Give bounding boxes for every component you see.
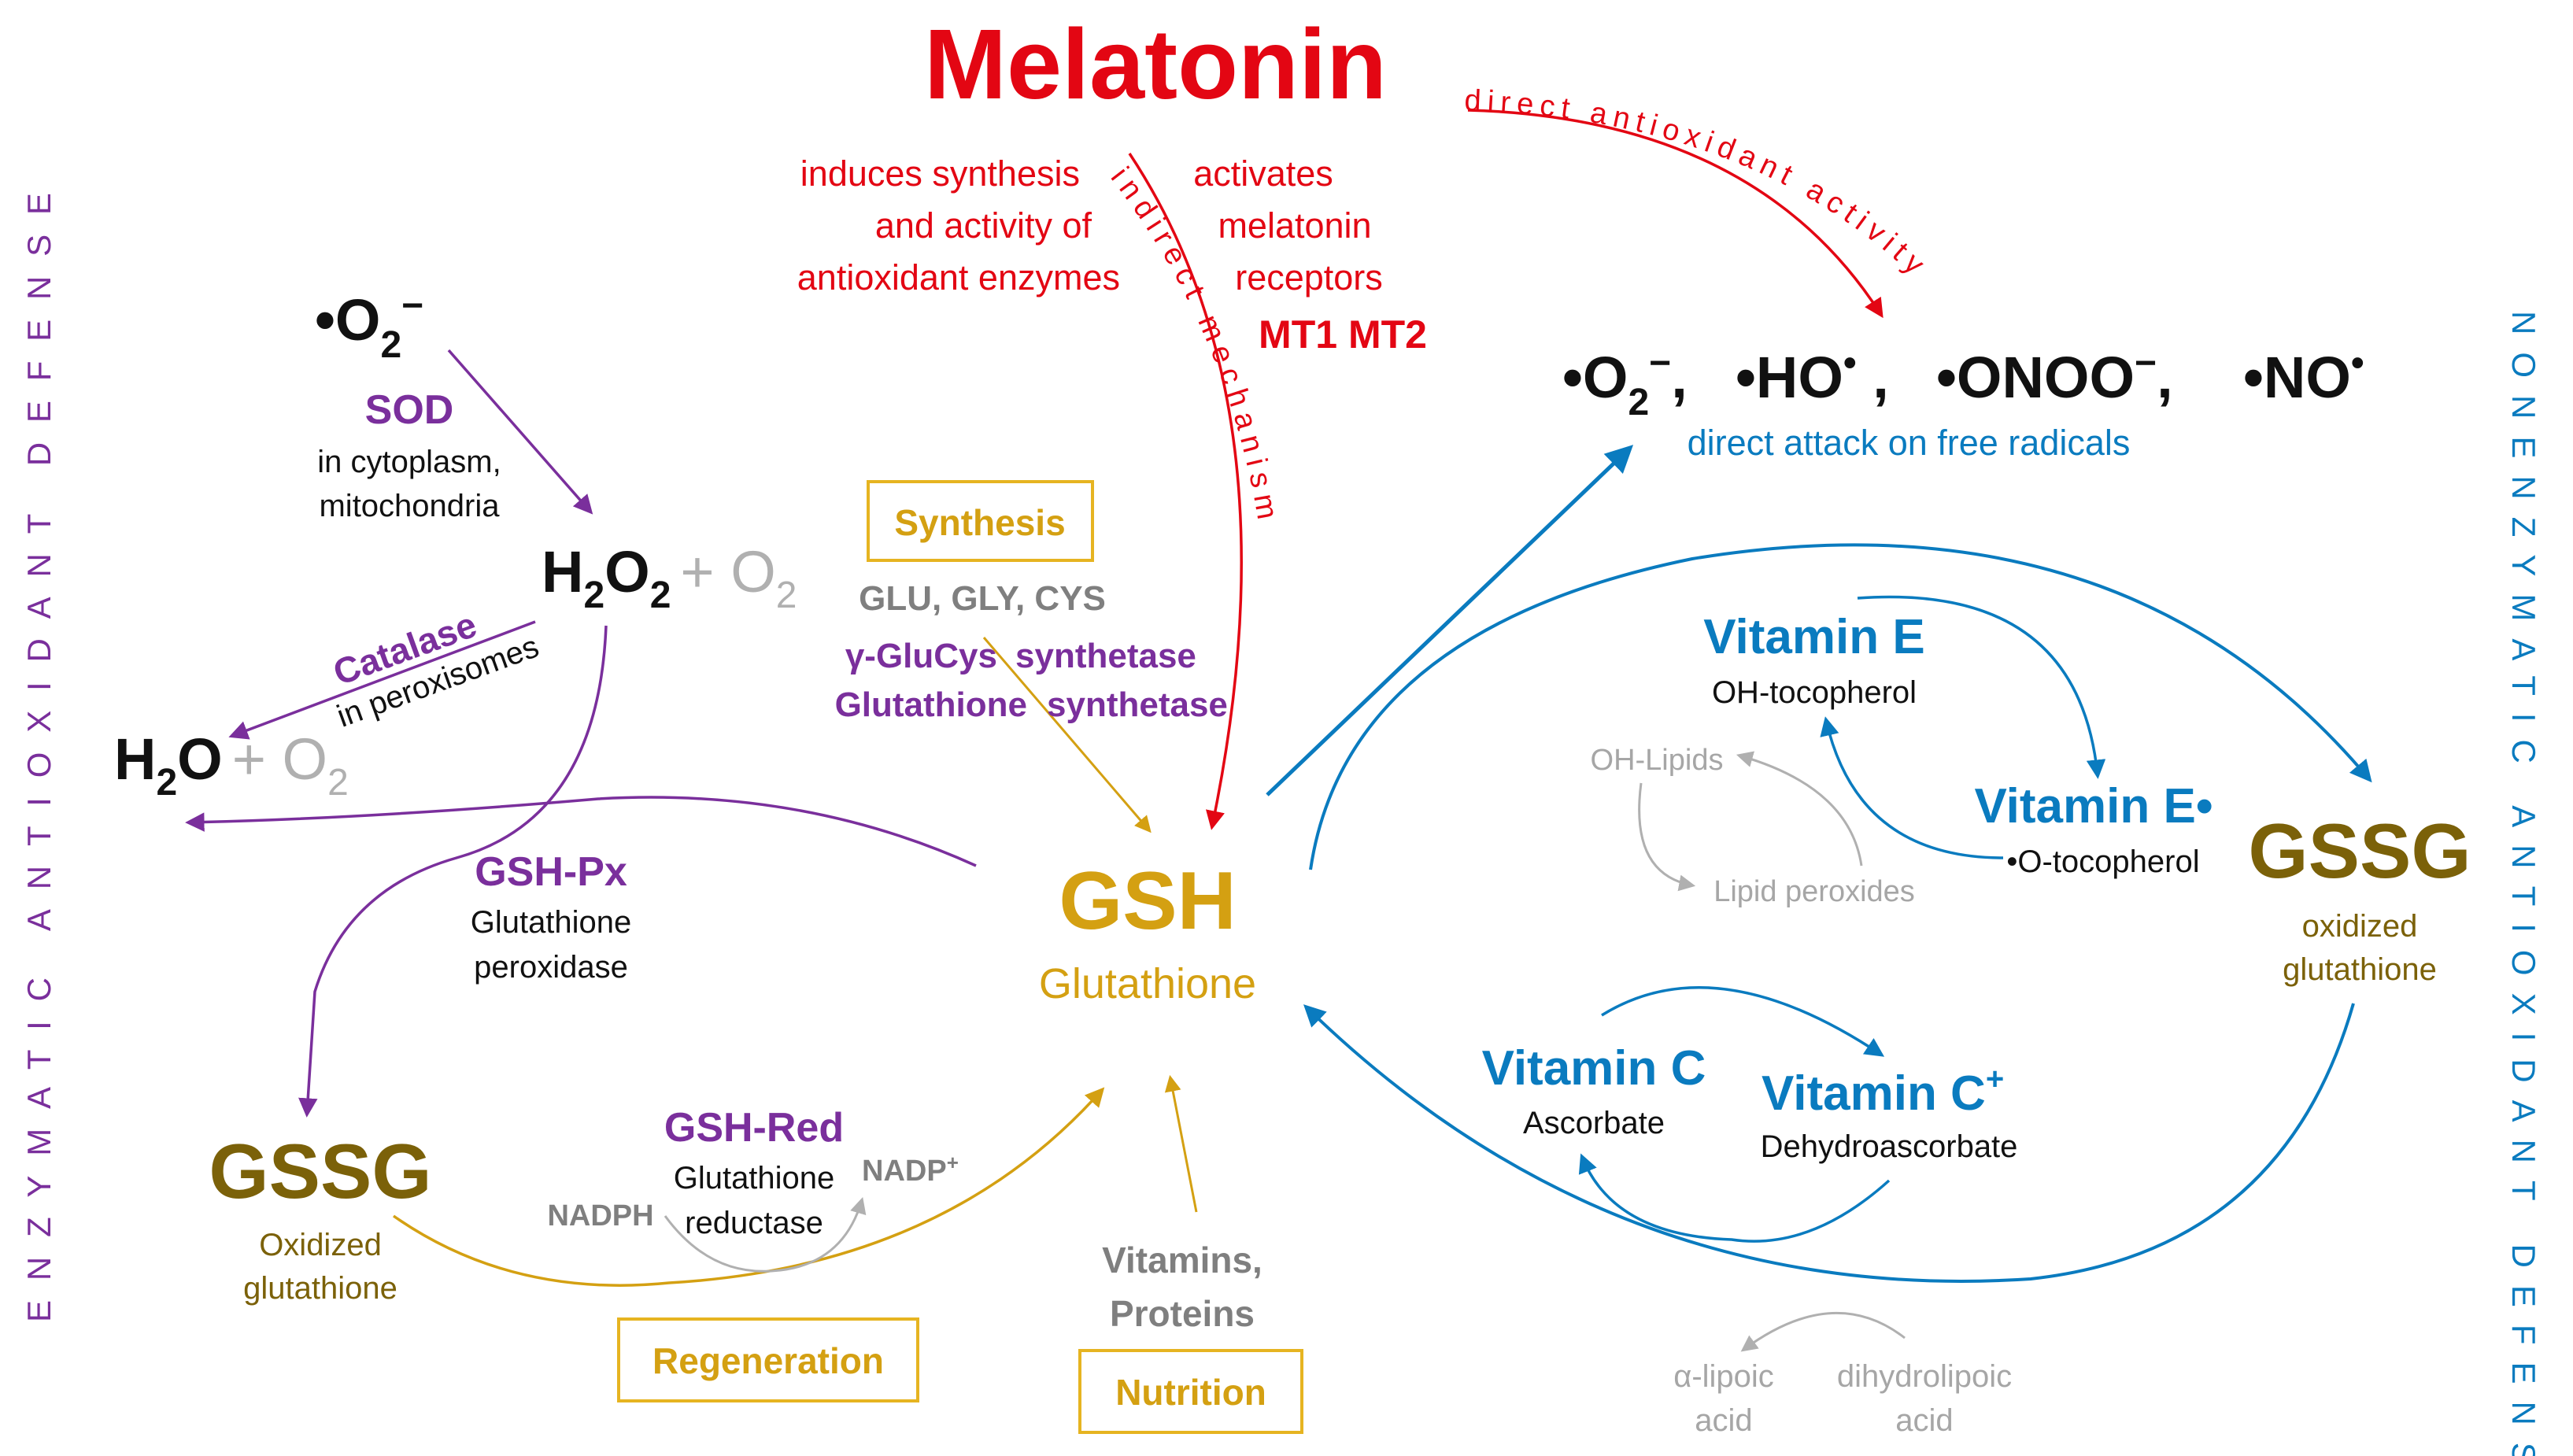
nutrition-box bbox=[1078, 1349, 1303, 1434]
induces-line-2: and activity of bbox=[875, 205, 1092, 246]
direct-activity-arrow bbox=[1467, 109, 1884, 319]
receptors-label: MT1 MT2 bbox=[1259, 312, 1427, 357]
nonenzymatic-side-label: NONENZYMATIC ANTIOXIDANT DEFENSE bbox=[2505, 311, 2542, 1456]
gssg-right-desc-2: glutathione bbox=[2283, 952, 2437, 987]
dihydrolipoic-acid-line-2: acid bbox=[1895, 1403, 1953, 1438]
indirect-mechanism-arrow bbox=[1128, 153, 1243, 830]
synthesis-box-label: Synthesis bbox=[894, 502, 1065, 543]
nutrition-line-2: Proteins bbox=[1110, 1293, 1255, 1334]
gshred-desc-1: Glutathione bbox=[674, 1161, 835, 1195]
gsh-title: GSH bbox=[1059, 855, 1236, 947]
peroxynitrite-radical: •ONOO−, bbox=[1936, 342, 2173, 410]
vitamin-c-oxidation-arrow bbox=[1601, 986, 1885, 1057]
gssg-left-label: GSSG bbox=[209, 1128, 431, 1214]
sod-label: SOD bbox=[365, 387, 454, 433]
nutrition-line-1: Vitamins, bbox=[1102, 1240, 1262, 1280]
gsh-subtitle: Glutathione bbox=[1039, 960, 1256, 1007]
free-radicals: •O2−, •HO• , •ONOO−, •NO• bbox=[1562, 342, 2364, 423]
lipid-peroxides-label: Lipid peroxides bbox=[1713, 875, 1915, 908]
vitamin-c-plus-desc: Dehydroascorbate bbox=[1761, 1129, 2018, 1164]
h2o2-label: H2O2+ O2 bbox=[542, 539, 797, 616]
gssg-left-desc-2: glutathione bbox=[243, 1271, 397, 1306]
hydroxyl-radical: •HO• , bbox=[1736, 342, 1889, 410]
vitamin-e-desc: OH-tocopherol bbox=[1712, 675, 1917, 710]
ohlipids-to-lipid-perox-arrow bbox=[1638, 782, 1696, 892]
vitamin-c-label: Vitamin C bbox=[1482, 1041, 1706, 1096]
activates-line-2: melatonin bbox=[1218, 205, 1371, 246]
gshpx-h2o2-arrow bbox=[298, 625, 608, 1118]
vitamin-e-radical-desc: •O-tocopherol bbox=[2006, 844, 2199, 879]
synthesis-arrow bbox=[982, 637, 1152, 833]
h2o-label: H2O+ O2 bbox=[114, 726, 349, 804]
dihydrolipoic-acid-line-1: dihydrolipoic bbox=[1837, 1359, 2012, 1394]
induces-line-3: antioxidant enzymes bbox=[797, 257, 1120, 297]
gsh-to-h2o-arrow bbox=[185, 796, 977, 867]
nutrition-arrow bbox=[1164, 1074, 1198, 1213]
induces-line-1: induces synthesis bbox=[800, 153, 1080, 194]
sod-arrow bbox=[447, 349, 593, 515]
sod-location-2: mitochondria bbox=[319, 489, 500, 523]
sod-location-1: in cytoplasm, bbox=[317, 445, 501, 479]
direct-attack-arrow bbox=[1266, 445, 1634, 796]
regeneration-box bbox=[617, 1317, 919, 1402]
lipoic-arrow bbox=[1740, 1311, 1906, 1352]
gssg-right-label: GSSG bbox=[2248, 807, 2471, 894]
arrows bbox=[185, 109, 2372, 1352]
enzymatic-side-label: ENZYMATIC ANTIOXIDANT DEFENSE bbox=[20, 173, 57, 1322]
gssg-left-desc-1: Oxidized bbox=[259, 1228, 382, 1262]
gsh-to-gssg-arrow bbox=[1309, 543, 2372, 870]
direct-activity-label: direct antioxidant activity bbox=[1464, 84, 1935, 285]
nadph-arrow bbox=[664, 1196, 867, 1273]
activates-line-3: receptors bbox=[1235, 257, 1383, 297]
nitric-oxide-radical: •NO• bbox=[2243, 342, 2364, 410]
oh-lipids-label: OH-Lipids bbox=[1591, 744, 1724, 777]
gshpx-desc-2: peroxidase bbox=[474, 950, 628, 985]
lipoic-acid-line-1: α-lipoic bbox=[1673, 1359, 1774, 1394]
vitamin-e-label: Vitamin E bbox=[1703, 610, 1924, 664]
synthetase-2-label: synthetase bbox=[1047, 686, 1228, 724]
synthetase-1-label: synthetase bbox=[1015, 637, 1196, 675]
superoxide-label: •O2− bbox=[315, 285, 423, 366]
synthesis-box bbox=[867, 480, 1094, 562]
nutrition-box-label: Nutrition bbox=[1115, 1372, 1266, 1413]
lipid-perox-to-ohlipids-arrow bbox=[1736, 751, 1863, 867]
direct-attack-label: direct attack on free radicals bbox=[1688, 423, 2131, 463]
vitamin-c-plus-label: Vitamin C+ bbox=[1762, 1062, 2004, 1121]
vitamin-c-regeneration-arrow bbox=[1578, 1153, 1891, 1243]
catalase-arrow bbox=[228, 620, 536, 740]
superoxide-radical: •O2−, bbox=[1562, 342, 1688, 423]
activates-text: activates melatonin receptors bbox=[1193, 153, 1383, 297]
vitamin-e-regeneration-arrow bbox=[1820, 716, 2004, 859]
catalase-group: Catalase in peroxisomes bbox=[328, 604, 544, 734]
gshred-desc-2: reductase bbox=[685, 1206, 823, 1240]
vitamin-e-radical-label: Vitamin E• bbox=[1974, 779, 2213, 833]
gssg-to-gsh-arrow bbox=[1303, 1003, 2355, 1283]
glutathione-enzyme-label: Glutathione bbox=[835, 686, 1027, 724]
vitamin-c-desc: Ascorbate bbox=[1523, 1106, 1665, 1140]
vitamin-e-oxidation-arrow bbox=[1857, 595, 2106, 779]
regeneration-box-label: Regeneration bbox=[652, 1340, 884, 1381]
activates-line-1: activates bbox=[1193, 153, 1333, 194]
nadp-label: NADP+ bbox=[862, 1151, 959, 1188]
gshpx-label: GSH-Px bbox=[475, 849, 627, 895]
lipoic-acid-line-2: acid bbox=[1695, 1403, 1752, 1438]
gshpx-desc-1: Glutathione bbox=[471, 905, 632, 940]
induces-text: induces synthesis and activity of antiox… bbox=[797, 153, 1120, 297]
gshred-label: GSH-Red bbox=[664, 1105, 844, 1151]
melatonin-title: Melatonin bbox=[924, 9, 1387, 120]
gamma-glucys-label: γ-GluCys bbox=[845, 637, 997, 675]
regeneration-arrow bbox=[392, 1087, 1105, 1287]
nadph-label: NADPH bbox=[547, 1199, 653, 1232]
gssg-right-desc-1: oxidized bbox=[2302, 909, 2418, 944]
amino-acids-label: GLU, GLY, CYS bbox=[859, 579, 1106, 618]
